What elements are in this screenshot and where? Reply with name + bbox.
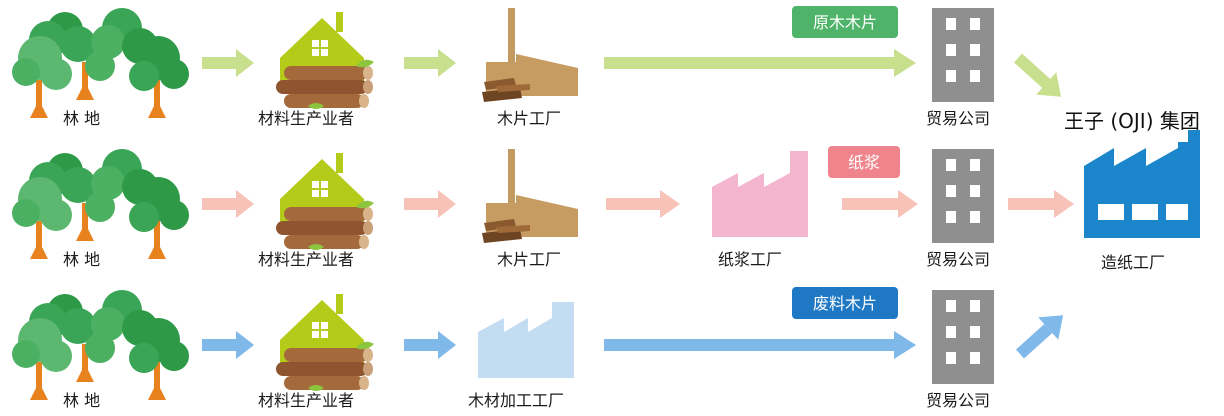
badge-label: 废料木片: [813, 294, 877, 313]
office-building-icon: [932, 8, 994, 102]
paper-mill-label: 造纸工厂: [1101, 253, 1165, 272]
arrow-icon: [404, 49, 456, 77]
badge-label: 纸浆: [848, 153, 880, 172]
arrow-icon: [202, 190, 254, 218]
chip-mill-icon: [482, 8, 578, 102]
trader-label: 贸易公司: [926, 250, 990, 269]
chip-mill-icon: [482, 149, 578, 243]
producer-label: 材料生产业者: [258, 391, 354, 410]
arrow-icon: [202, 49, 254, 77]
paper-mill-windows: [1098, 204, 1188, 220]
arrow-icon: [1008, 190, 1074, 218]
arrow-icon: [842, 190, 918, 218]
mill-label: 木片工厂: [497, 109, 561, 128]
office-building-icon: [932, 290, 994, 384]
badge-label: 原木木片: [813, 13, 877, 32]
forest-label: 林 地: [63, 391, 100, 410]
forest-label: 林 地: [63, 250, 100, 269]
producer-label: 材料生产业者: [258, 109, 354, 128]
producer-label: 材料生产业者: [258, 250, 354, 269]
mill-label: 木材加工工厂: [468, 391, 564, 410]
arrow-icon: [404, 331, 456, 359]
group-title: 王子 (OJI) 集团: [1064, 109, 1200, 133]
producer-house-icon: [276, 12, 374, 109]
mill-label: 木片工厂: [497, 250, 561, 269]
pulp-label: 纸浆工厂: [718, 250, 782, 269]
forest-icon: [12, 290, 189, 400]
arrow-icon: [1013, 53, 1062, 97]
product-badge: 原木木片: [792, 6, 898, 38]
lumber-factory-icon: [478, 302, 574, 378]
forest-label: 林 地: [63, 109, 100, 128]
pulp-factory-icon: [712, 151, 808, 237]
long-arrow-icon: [604, 331, 916, 359]
trader-label: 贸易公司: [926, 391, 990, 410]
row-3: 林 地 材料生产业者 木材加工工厂 废料木片 贸易公司: [12, 287, 1064, 410]
product-badge: 废料木片: [792, 287, 898, 319]
trader-label: 贸易公司: [926, 109, 990, 128]
office-building-icon: [932, 149, 994, 243]
row-1: 林 地 材料生产业者 木片工厂 原木木片 贸易公司: [12, 6, 1062, 128]
product-badge: 纸浆: [828, 146, 900, 178]
arrow-icon: [202, 331, 254, 359]
producer-house-icon: [276, 294, 374, 391]
row-2: 林 地 材料生产业者 木片工厂 纸浆工厂 纸浆 贸易公司: [12, 146, 1074, 269]
long-arrow-icon: [604, 49, 916, 77]
producer-house-icon: [276, 153, 374, 250]
forest-icon: [12, 8, 189, 118]
arrow-icon: [1015, 315, 1064, 359]
paper-mill-icon: [1084, 130, 1200, 238]
arrow-icon: [606, 190, 680, 218]
arrow-icon: [404, 190, 456, 218]
forest-icon: [12, 149, 189, 259]
